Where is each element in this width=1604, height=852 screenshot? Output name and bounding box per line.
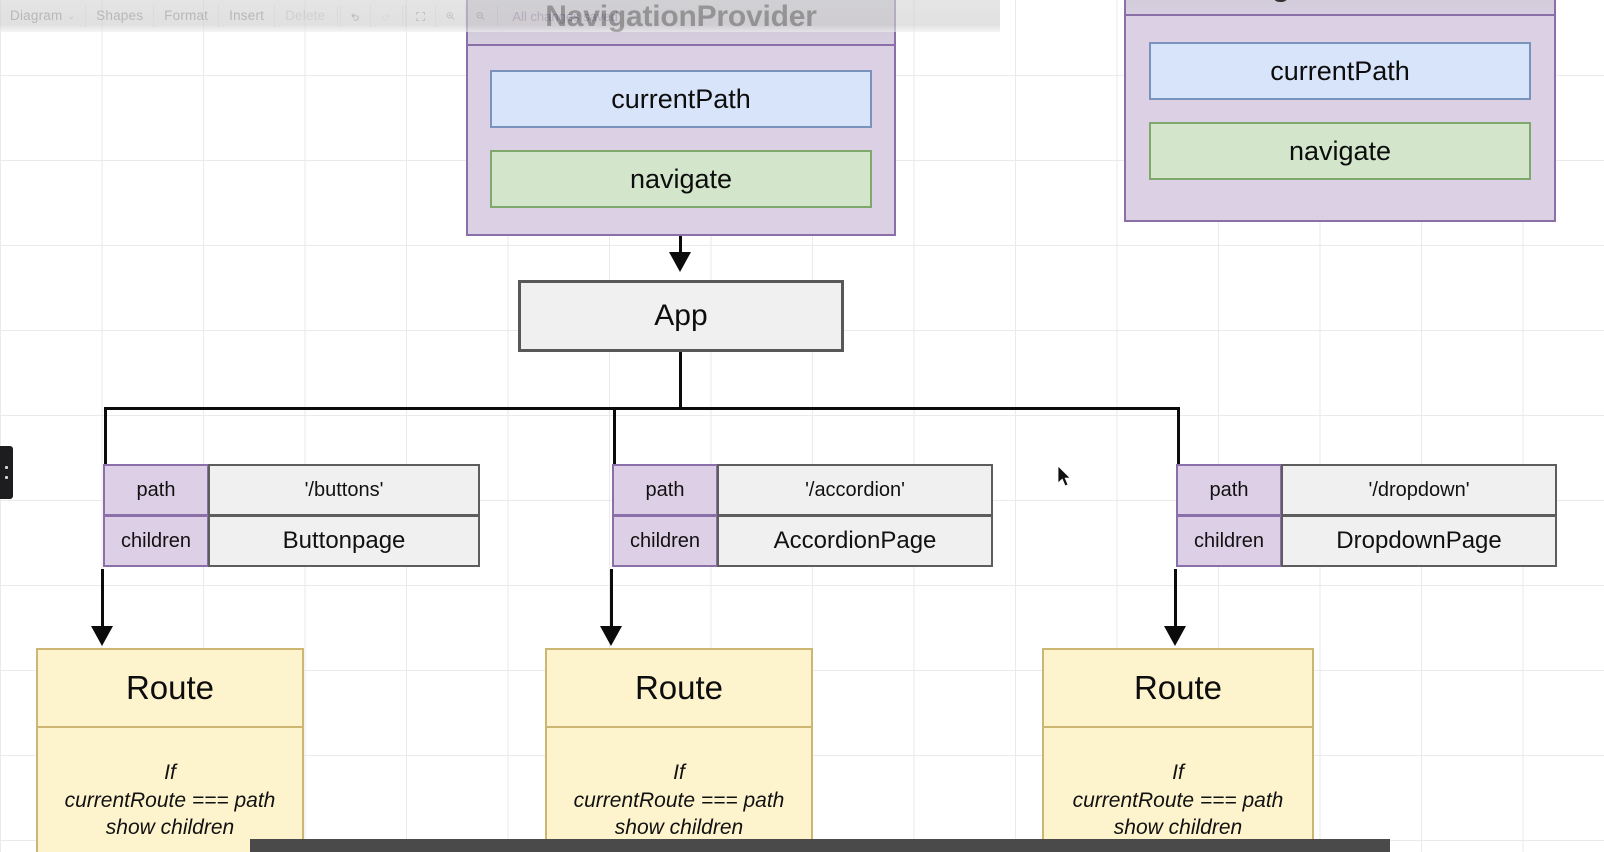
route-table-1-value-children: Buttonpage: [208, 515, 480, 567]
route-card-1-title: Route: [38, 650, 302, 728]
navigation-provider-title: NavigationProvider: [468, 0, 894, 46]
connector-app-bus: [679, 352, 682, 410]
route-card-3[interactable]: Route If currentRoute === path show chil…: [1042, 648, 1314, 852]
route-table-2-value-children: AccordionPage: [717, 515, 993, 567]
navigation-provider-body: currentPath navigate: [468, 46, 894, 234]
route-table-1-key-children: children: [103, 515, 210, 567]
route-card-2-title: Route: [547, 650, 811, 728]
connector-bus: [104, 407, 1179, 410]
route-card-2-line2: currentRoute === path: [573, 788, 785, 812]
route-card-3-line3: show children: [1113, 816, 1243, 840]
route-card-1-line3: show children: [105, 816, 235, 840]
route-table-2-key-children: children: [612, 515, 719, 567]
arrowhead-route-2: [600, 626, 622, 646]
route-card-3-line1: If: [1172, 760, 1184, 784]
arrowhead-route-1: [91, 626, 113, 646]
route-card-3-title: Route: [1044, 650, 1312, 728]
context-field-currentPath[interactable]: currentPath: [1149, 42, 1531, 100]
route-card-2-line1: If: [673, 760, 685, 784]
route-table-2-key-path: path: [612, 464, 719, 516]
route-card-1-line1: If: [164, 760, 176, 784]
connector-table-route-2: [610, 569, 613, 642]
route-card-1-body: If currentRoute === path show children: [38, 728, 302, 852]
navigation-context-body: currentPath navigate: [1126, 16, 1554, 220]
handle-dot: [5, 466, 8, 469]
route-table-1-key-path: path: [103, 464, 210, 516]
route-table-3-value-children: DropdownPage: [1281, 515, 1557, 567]
route-table-3-key-path: path: [1176, 464, 1283, 516]
connector-table-route-1: [101, 569, 104, 642]
route-card-2[interactable]: Route If currentRoute === path show chil…: [545, 648, 813, 852]
arrowhead-route-3: [1164, 626, 1186, 646]
navigation-context-title: NavigationContext: [1126, 0, 1554, 16]
arrowhead-provider-app: [669, 252, 691, 272]
route-table-3-value-path: '/dropdown': [1281, 464, 1557, 516]
app-node[interactable]: App: [518, 280, 844, 352]
route-table-2-value-path: '/accordion': [717, 464, 993, 516]
provider-field-currentPath[interactable]: currentPath: [490, 70, 872, 128]
route-table-1-value-path: '/buttons': [208, 464, 480, 516]
route-card-2-line3: show children: [614, 816, 744, 840]
horizontal-scrollbar[interactable]: [250, 839, 1390, 852]
sidebar-collapse-handle[interactable]: [0, 446, 13, 499]
route-table-3[interactable]: path '/dropdown' children DropdownPage: [1176, 464, 1557, 567]
route-table-1[interactable]: path '/buttons' children Buttonpage: [103, 464, 480, 567]
route-card-1-line2: currentRoute === path: [64, 788, 276, 812]
route-card-3-body: If currentRoute === path show children: [1044, 728, 1312, 852]
route-table-3-key-children: children: [1176, 515, 1283, 567]
route-card-1[interactable]: Route If currentRoute === path show chil…: [36, 648, 304, 852]
connector-bus-table-3: [1177, 407, 1180, 465]
navigation-provider-container[interactable]: NavigationProvider currentPath navigate: [466, 0, 896, 236]
navigation-context-container[interactable]: NavigationContext currentPath navigate: [1124, 0, 1556, 222]
connector-bus-table-2: [613, 407, 616, 465]
route-card-3-line2: currentRoute === path: [1072, 788, 1284, 812]
route-table-2[interactable]: path '/accordion' children AccordionPage: [612, 464, 993, 567]
context-field-navigate[interactable]: navigate: [1149, 122, 1531, 180]
connector-bus-table-1: [104, 407, 107, 465]
handle-dot: [5, 476, 8, 479]
provider-field-navigate[interactable]: navigate: [490, 150, 872, 208]
route-card-2-body: If currentRoute === path show children: [547, 728, 811, 852]
connector-table-route-3: [1174, 569, 1177, 642]
mouse-cursor: [1057, 465, 1073, 493]
